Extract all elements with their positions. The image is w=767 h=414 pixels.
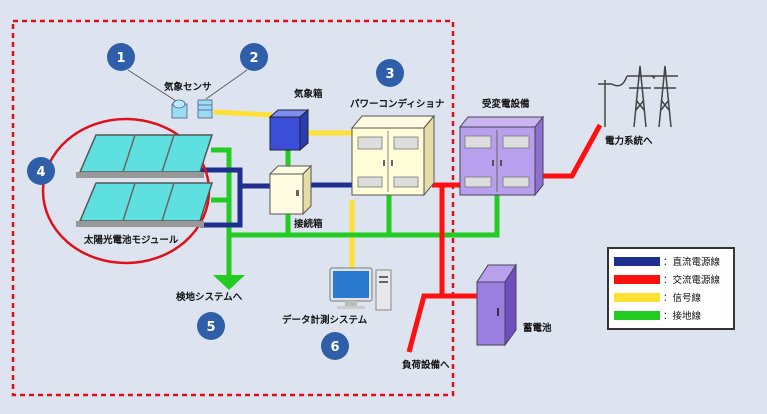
legend: ：直流電源線 ：交流電源線 ：信号線 ：接地線	[607, 247, 735, 330]
legend-item-signal: ：信号線	[614, 292, 702, 304]
solar-panel-bottom	[76, 182, 214, 227]
junction-box-icon	[268, 164, 313, 216]
solar-panel-top	[76, 134, 214, 178]
transmission-tower-icon	[598, 65, 678, 128]
svg-text:3: 3	[385, 67, 394, 82]
ground-lines	[211, 147, 500, 280]
badge-1-leader	[127, 69, 177, 102]
ac-lines	[406, 123, 603, 353]
computer-icon	[329, 267, 392, 311]
weather-sensor-icon	[171, 99, 213, 119]
weather-box-label: 気象箱	[294, 88, 323, 100]
battery-icon	[476, 263, 517, 347]
badge-6: 6	[321, 332, 349, 360]
svg-text:：交流電源線: ：交流電源線	[663, 274, 721, 286]
substation-icon	[458, 115, 545, 197]
battery-label: 蓄電池	[523, 322, 552, 334]
svg-text:：直流電源線: ：直流電源線	[663, 256, 721, 268]
data-system-label: データ計測システム	[282, 314, 368, 326]
svg-text:5: 5	[206, 320, 215, 335]
svg-text:4: 4	[36, 165, 45, 180]
ground-system-label: 検地システムへ	[176, 291, 243, 303]
legend-item-ac: ：交流電源線	[614, 274, 721, 286]
badge-2-leader	[205, 69, 248, 100]
solar-module-label: 太陽光電池モジュール	[84, 234, 179, 246]
svg-text:2: 2	[249, 51, 258, 66]
svg-text:6: 6	[330, 340, 339, 355]
badge-2: 2	[240, 43, 268, 71]
load-label: 負荷設備へ	[402, 359, 450, 371]
weather-sensor-label: 気象センサ	[164, 81, 212, 93]
power-conditioner-label: パワーコンディショナ	[350, 98, 444, 110]
grid-label: 電力系統へ	[605, 135, 653, 147]
ground-arrow	[213, 275, 245, 290]
badge-4: 4	[27, 157, 55, 185]
legend-item-dc: ：直流電源線	[614, 256, 721, 268]
dc-lines	[200, 167, 352, 228]
svg-text:1: 1	[116, 51, 125, 66]
power-conditioner-icon	[350, 114, 436, 197]
badge-1: 1	[107, 43, 135, 71]
weather-box-icon	[268, 108, 310, 152]
badge-3: 3	[376, 59, 404, 87]
svg-text:：接地線: ：接地線	[663, 310, 702, 322]
substation-label: 受変電設備	[482, 98, 530, 110]
junction-box-label: 接続箱	[294, 218, 323, 230]
svg-text:：信号線: ：信号線	[663, 292, 702, 304]
badge-5: 5	[197, 312, 225, 340]
system-boundary	[11, 19, 455, 397]
legend-item-ground: ：接地線	[614, 310, 702, 322]
